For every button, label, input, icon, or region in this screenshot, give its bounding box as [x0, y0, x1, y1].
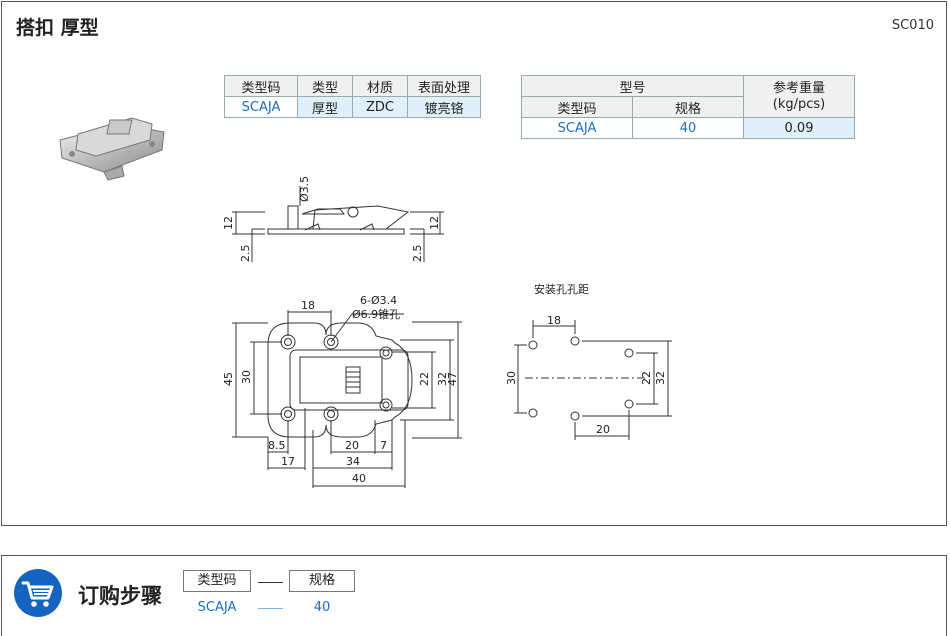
dim-h30: 30: [240, 370, 253, 384]
dim-w7: 7: [380, 439, 387, 452]
order-value-connector: [258, 608, 283, 609]
dim-holes: 6-Ø3.4: [360, 294, 397, 307]
dim-w34: 34: [346, 455, 360, 468]
dim-side-t-right: 2.5: [411, 245, 424, 263]
dim-h22: 22: [418, 372, 431, 386]
order-title: 订购步骤: [78, 584, 162, 608]
cart-badge: [14, 569, 62, 617]
spec-material: ZDC: [352, 96, 408, 118]
weight-header-size: 规格: [632, 96, 744, 118]
order-panel: 订购步骤 类型码 规格 SCAJA 40: [1, 555, 947, 636]
hole-pattern-drawing: [514, 320, 672, 440]
spec-header-finish: 表面处理: [407, 75, 481, 97]
spec-header-type: 类型: [297, 75, 353, 97]
dim-w17: 17: [281, 455, 295, 468]
dim-side-t-left: 2.5: [239, 245, 252, 263]
dim-counterbore: Ø6.9锥孔: [352, 308, 400, 321]
dim-side-h-right: 12: [428, 216, 441, 230]
product-panel: 搭扣 厚型 SC010 类型码 类型 材质 表面处理 SCAJA 厚型 ZDC …: [1, 1, 947, 526]
front-view-drawing: [232, 310, 462, 488]
spec-finish: 镀亮铬: [407, 96, 481, 118]
dim-side-h-left: 12: [222, 216, 235, 230]
side-view-drawing: [232, 186, 444, 262]
cart-icon: [21, 581, 54, 607]
order-step-size: 规格: [289, 570, 355, 592]
spec-header-material: 材质: [352, 75, 408, 97]
hole-dim-h30: 30: [505, 371, 518, 385]
hole-dim-w20: 20: [596, 423, 610, 436]
spec-type-code: SCAJA: [224, 96, 298, 118]
weight-table: 型号 参考重量 (kg/pcs) 类型码 规格 SCAJA 40 0.09: [521, 75, 855, 139]
dim-h32: 32: [436, 372, 449, 386]
page-title: 搭扣 厚型: [16, 17, 99, 39]
hole-dim-w18: 18: [547, 314, 561, 327]
dim-dia-3-5: Ø3.5: [298, 176, 311, 202]
dim-top-18: 18: [301, 299, 315, 312]
technical-drawings: Ø3.5 12 12 2.5 2.5 18 6-Ø3.4 Ø6.9锥孔 45 3…: [222, 176, 672, 488]
weight-type-code: SCAJA: [521, 117, 633, 139]
order-step-type-code: 类型码: [183, 570, 251, 592]
product-photo: [59, 117, 165, 181]
dim-w8-5: 8.5: [268, 439, 286, 452]
order-value-size: 40: [313, 600, 331, 615]
hole-pattern-title: 安装孔孔距: [534, 282, 589, 296]
dim-h47: 47: [446, 372, 459, 386]
hole-dim-h22: 22: [640, 371, 653, 385]
weight-value: 0.09: [743, 117, 855, 139]
order-connector: [258, 582, 283, 583]
weight-size: 40: [632, 117, 744, 139]
spec-table: 类型码 类型 材质 表面处理 SCAJA 厚型 ZDC 镀亮铬: [224, 75, 481, 118]
hole-dim-h32: 32: [654, 371, 667, 385]
dim-w40: 40: [352, 472, 366, 485]
dim-w20: 20: [345, 439, 359, 452]
weight-header-model: 型号: [521, 75, 744, 97]
dim-h45: 45: [222, 372, 235, 386]
weight-header-type-code: 类型码: [521, 96, 633, 118]
product-code: SC010: [891, 18, 934, 33]
spec-type: 厚型: [297, 96, 353, 118]
order-value-type-code: SCAJA: [197, 600, 237, 615]
